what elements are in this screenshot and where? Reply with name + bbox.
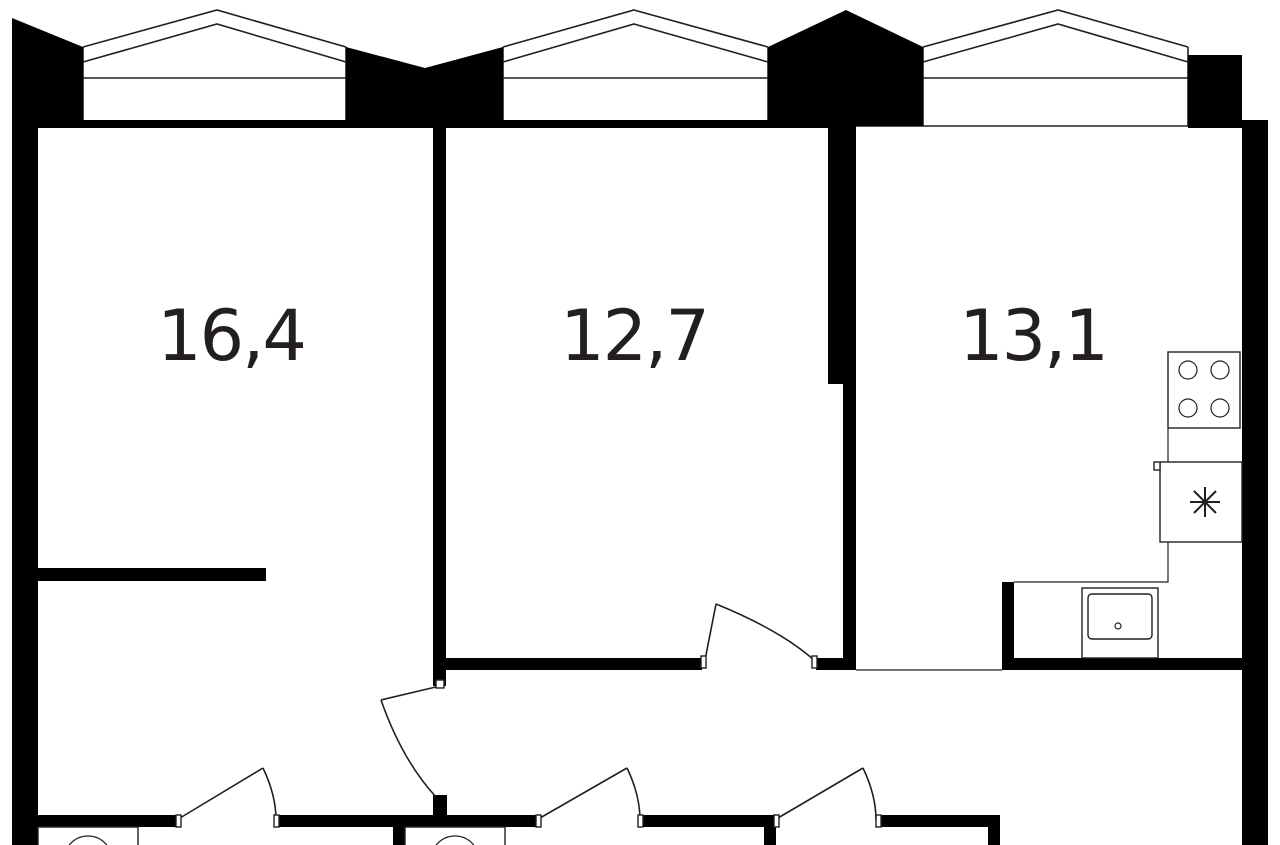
door-middle-room <box>700 603 818 669</box>
pier-left-middle <box>346 47 503 126</box>
wall-bottom-2 <box>278 815 538 827</box>
pier-left <box>12 18 83 126</box>
wall-bottom-vert-2 <box>764 815 776 845</box>
window-right <box>922 9 1189 126</box>
wall-middle-bottom-b <box>816 658 856 670</box>
wall-bottom-vert-1 <box>393 815 405 845</box>
sink-icon <box>1081 587 1159 659</box>
wall-kitchen-niche <box>1002 582 1014 670</box>
wall-middle-kitchen-upper <box>828 124 856 384</box>
outer-wall-top-middle <box>433 120 853 128</box>
door-left-room <box>380 679 445 798</box>
door-jamb-stub <box>433 795 447 815</box>
wall-bottom-4 <box>880 815 1000 827</box>
wall-middle-kitchen-lower <box>843 384 856 670</box>
pier-right <box>1188 55 1242 128</box>
stove-icon <box>1167 351 1241 429</box>
wall-bottom-1 <box>38 815 178 827</box>
snowflake-icon <box>1153 461 1243 543</box>
outer-wall-left <box>12 120 38 845</box>
outer-wall-right <box>1242 120 1268 845</box>
bathroom-fixture-1 <box>37 826 139 845</box>
wall-middle-bottom-a <box>446 658 702 670</box>
door-bath-1 <box>175 767 280 828</box>
room-area-middle: 12,7 <box>560 295 708 377</box>
wall-left-middle <box>433 124 446 686</box>
bathroom-fixture-2 <box>404 826 506 845</box>
partition-left-room <box>38 568 266 581</box>
outer-wall-top-left <box>12 120 437 128</box>
wall-kitchen-bottom <box>1002 658 1242 670</box>
wall-bottom-vert-3 <box>988 815 1000 845</box>
wall-bottom-3 <box>642 815 776 827</box>
door-bath-3 <box>773 767 882 828</box>
door-bath-2 <box>535 767 644 828</box>
room-area-kitchen: 13,1 <box>959 295 1107 377</box>
pier-right-middle <box>768 10 923 126</box>
kitchen-counter <box>1014 428 1169 583</box>
window-left <box>82 9 347 126</box>
room-area-left: 16,4 <box>157 295 305 377</box>
window-middle <box>502 9 769 126</box>
